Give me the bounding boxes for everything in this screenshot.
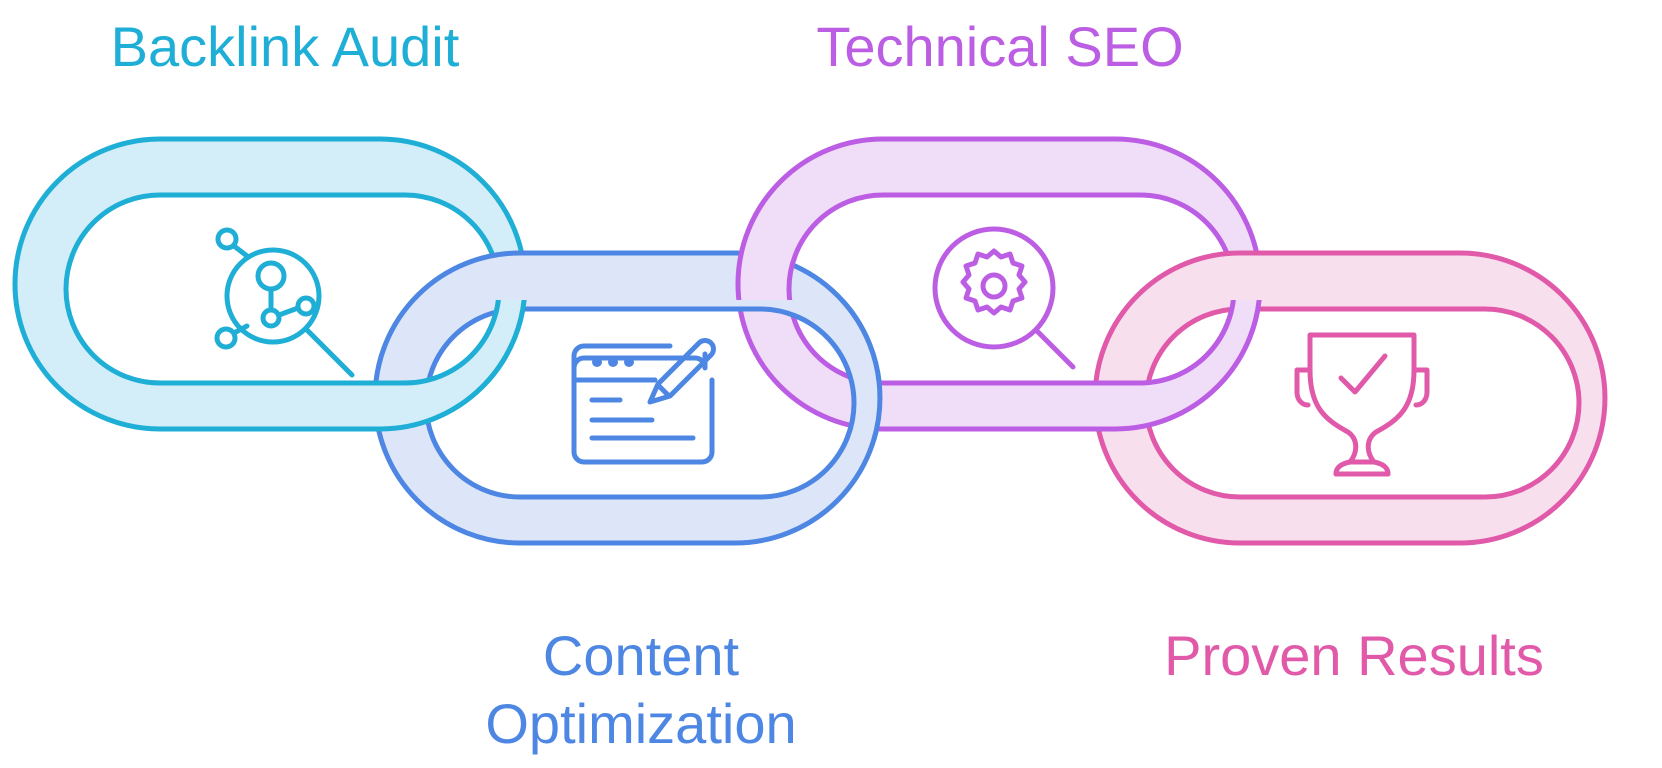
step-label-line: Technical SEO [816,15,1183,78]
content-edit-icon [571,338,716,465]
step-label-line: Proven Results [1164,624,1544,687]
trophy-icon [1294,332,1430,477]
step-label-proven-results: Proven Results [1164,624,1544,687]
step-label-line: Optimization [485,692,796,755]
gear-search-icon [932,226,1076,370]
backlink-search-icon [214,227,355,378]
step-label-technical-seo: Technical SEO [816,15,1183,78]
step-label-backlink-audit: Backlink Audit [111,15,460,78]
step-label-line: Backlink Audit [111,15,460,78]
step-label-line: Content [543,624,740,687]
